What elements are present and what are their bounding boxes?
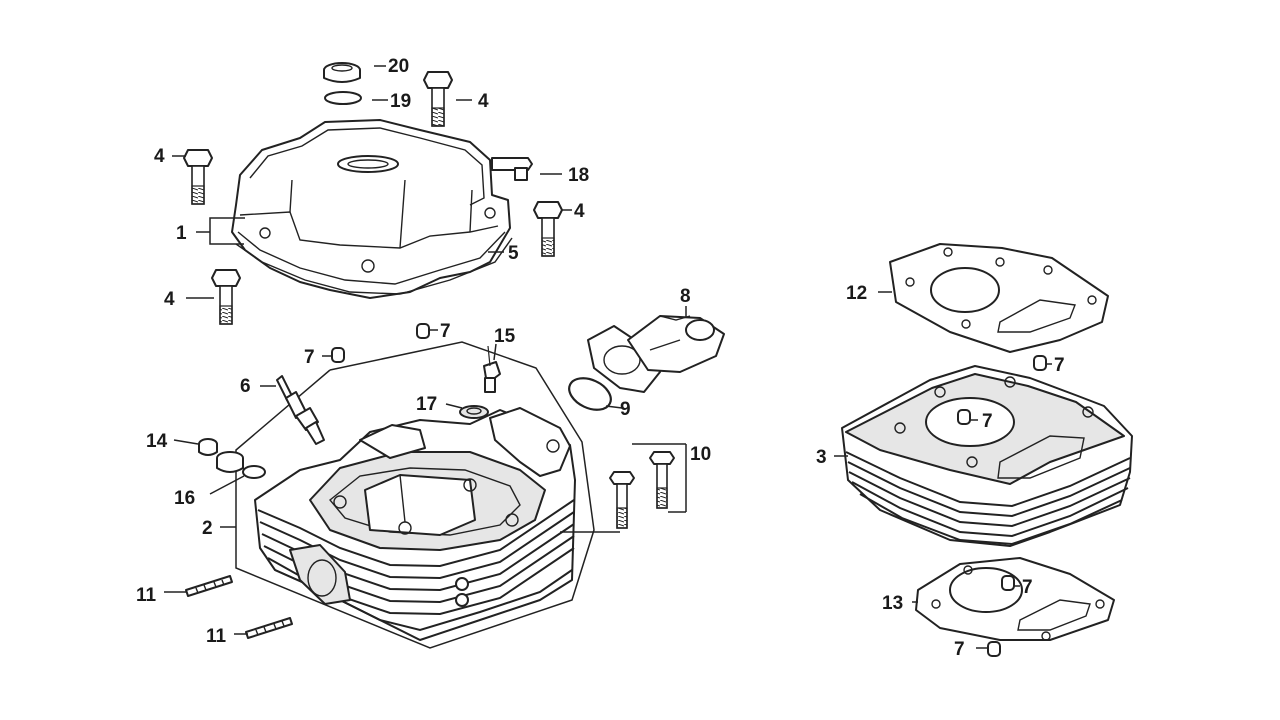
callout-4: 4 [478,91,489,112]
dowel-pin [1033,355,1047,371]
stud-bolt-b [649,451,675,509]
head-gasket [889,243,1109,353]
breather-fitting [491,157,533,181]
callout-10: 10 [690,444,711,465]
intake-manifold [587,315,725,393]
stud-upper [185,575,233,597]
tappet-adjuster [483,345,501,393]
callout-4: 4 [154,146,165,167]
callout-7: 7 [982,411,993,432]
dowel-pin [957,409,971,425]
stud-bolt-a [609,471,635,529]
callout-4: 4 [574,201,585,222]
callout-20: 20 [388,56,409,77]
callout-16: 16 [174,488,195,509]
bolt-right [533,201,563,257]
stud-lower [245,617,293,639]
callout-7: 7 [954,639,965,660]
callout-15: 15 [494,326,516,347]
bolt-left-upper [183,149,213,205]
callout-14: 14 [146,431,168,452]
callout-13: 13 [882,593,903,614]
group-bracket-head [235,341,595,649]
bolt-top [423,71,453,127]
manifold-o-ring [568,377,612,411]
callout-8: 8 [680,286,691,307]
callout-3: 3 [816,447,827,468]
callout-7: 7 [440,321,451,342]
dowel-pin [987,641,1001,657]
bolt-left-lower [211,269,241,325]
callout-5: 5 [508,243,519,264]
dowel-pin [416,323,430,339]
callout-17: 17 [416,394,437,415]
callout-11: 11 [136,585,157,606]
base-gasket [915,557,1115,641]
o-ring [324,91,362,105]
intake-seal [459,405,489,419]
callout-11: 11 [206,626,227,647]
callout-2: 2 [202,518,213,539]
callout-18: 18 [568,165,589,186]
spark-plug [276,375,325,445]
callout-12: 12 [846,283,867,304]
leader-lines [164,65,1052,649]
cylinder-head-cover [231,119,511,299]
callout-19: 19 [390,91,411,112]
dowel-pin [331,347,345,363]
cover-gasket [235,237,513,295]
valve-cap [198,438,244,473]
filler-plug [323,62,361,83]
callout-1: 1 [176,223,187,244]
callout-7: 7 [304,347,315,368]
callout-6: 6 [240,376,251,397]
cylinder-block [841,365,1133,547]
dowel-pin [1001,575,1015,591]
cylinder-head [254,407,576,641]
valve-o-ring [242,465,266,479]
callout-4: 4 [164,289,175,310]
callout-7: 7 [1054,355,1065,376]
callout-7: 7 [1022,577,1033,598]
callout-9: 9 [620,399,631,420]
